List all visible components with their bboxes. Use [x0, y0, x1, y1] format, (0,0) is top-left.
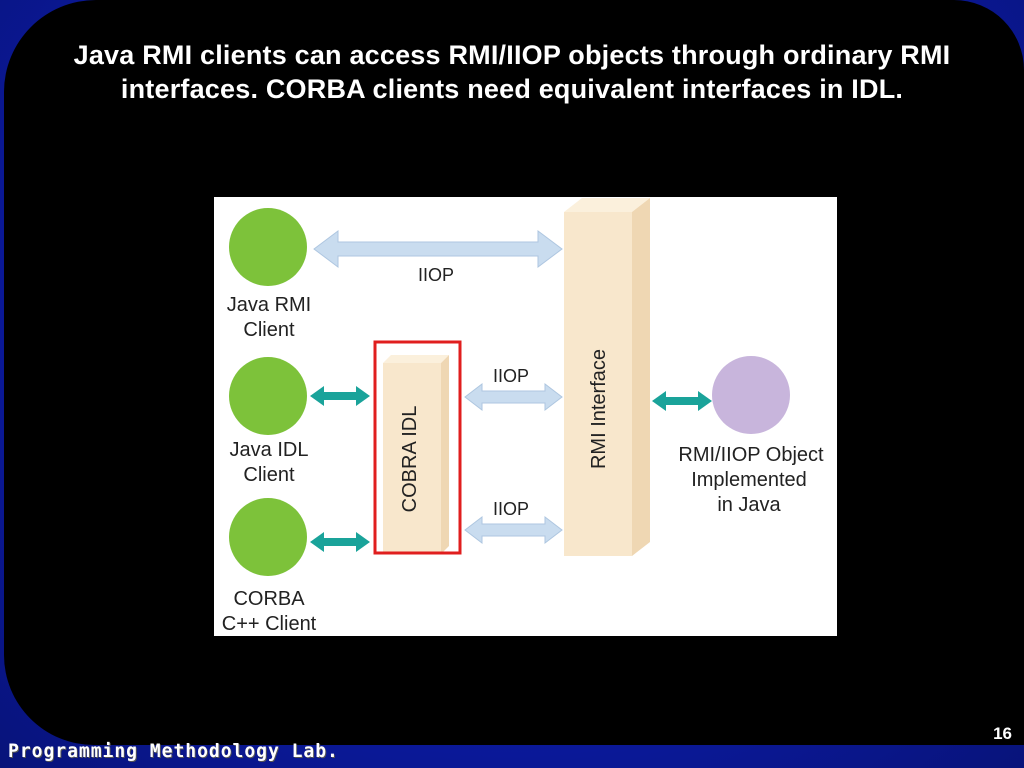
- corba-client-label-2: C++ Client: [222, 613, 317, 635]
- corba-client-label-1: CORBA: [233, 588, 305, 610]
- java-idl-client-label-1: Java IDL: [230, 439, 309, 461]
- object-label-3: in Java: [717, 494, 781, 516]
- teal-arrow-idl-client: [310, 386, 370, 406]
- iiop-arrow-bottom: [464, 515, 563, 545]
- object-label-2: Implemented: [691, 469, 807, 491]
- rmi-iiop-object-circle: [712, 356, 790, 434]
- rmi-iiop-diagram: Java RMI Client Java IDL Client CORBA C+…: [214, 197, 837, 636]
- corba-client-circle: [229, 498, 307, 576]
- rmi-interface-box: [564, 198, 650, 556]
- java-idl-client-label-2: Client: [243, 464, 295, 486]
- object-label-1: RMI/IIOP Object: [678, 444, 824, 466]
- java-rmi-client-circle: [229, 208, 307, 286]
- java-idl-client-circle: [229, 357, 307, 435]
- teal-arrow-corba-client: [310, 532, 370, 552]
- iiop-arrow-middle: [464, 382, 563, 412]
- iiop-label-top: IIOP: [418, 265, 454, 285]
- cobra-idl-box: [373, 340, 462, 555]
- page-number: 16: [993, 724, 1012, 743]
- highlight-border: [373, 340, 462, 555]
- footer-lab-name: Programming Methodology Lab.: [8, 740, 339, 762]
- java-rmi-client-label-2: Client: [243, 319, 295, 341]
- iiop-label-middle: IIOP: [493, 366, 529, 386]
- diagram-svg: Java RMI Client Java IDL Client CORBA C+…: [222, 198, 824, 635]
- teal-arrow-object: [652, 391, 712, 411]
- iiop-label-bottom: IIOP: [493, 499, 529, 519]
- rmi-interface-label: RMI Interface: [588, 349, 610, 469]
- iiop-arrow-top: [313, 230, 563, 268]
- java-rmi-client-label-1: Java RMI: [227, 294, 311, 316]
- slide-title: Java RMI clients can access RMI/IIOP obj…: [73, 40, 951, 104]
- cobra-idl-label: COBRA IDL: [399, 406, 421, 513]
